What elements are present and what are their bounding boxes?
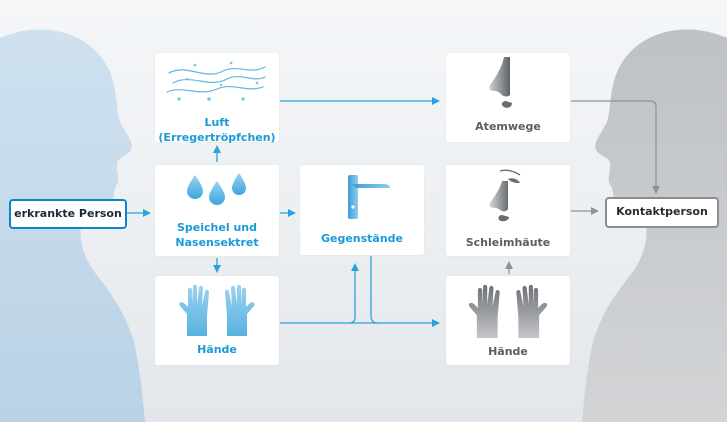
node-hands-sick: Hände (155, 276, 279, 365)
node-saliva-label-line2: Nasensektret (175, 236, 259, 249)
node-airways-label: Atemwege (475, 120, 541, 133)
node-contact-person: Kontaktperson (605, 197, 719, 228)
arrow-airways-to-target (571, 100, 660, 194)
node-airways: Atemwege (446, 53, 570, 142)
node-saliva: Speichel und Nasensektret (155, 165, 279, 256)
gray-hands-icon (468, 284, 548, 338)
blue-hands-icon (179, 284, 255, 336)
arrow-objects-to-hands-right (370, 256, 379, 324)
node-objects-label: Gegenstände (320, 232, 404, 245)
node-hands-contact: Hände (446, 276, 570, 365)
node-air-label: Luft (Erregertröpfchen) (158, 116, 276, 144)
node-mucosa: Schleimhäute (446, 165, 570, 256)
air-droplets-icon (166, 61, 266, 101)
node-hands-contact-label: Hände (488, 345, 528, 358)
water-drops-icon (187, 173, 246, 205)
node-sick-person: erkrankte Person (9, 199, 127, 229)
door-handle-icon (348, 175, 390, 219)
arrow-hands-to-objects (280, 263, 359, 324)
face-profile-icon (489, 169, 521, 222)
node-sick-person-label: erkrankte Person (14, 207, 122, 220)
node-contact-person-label: Kontaktperson (616, 205, 708, 218)
nose-icon (489, 57, 512, 108)
node-saliva-label-line1: Speichel und (177, 221, 257, 234)
node-mucosa-label: Schleimhäute (465, 236, 551, 249)
node-hands-sick-label: Hände (197, 343, 237, 356)
node-air: Luft (Erregertröpfchen) (155, 53, 279, 144)
node-objects: Gegenstände (300, 165, 424, 255)
